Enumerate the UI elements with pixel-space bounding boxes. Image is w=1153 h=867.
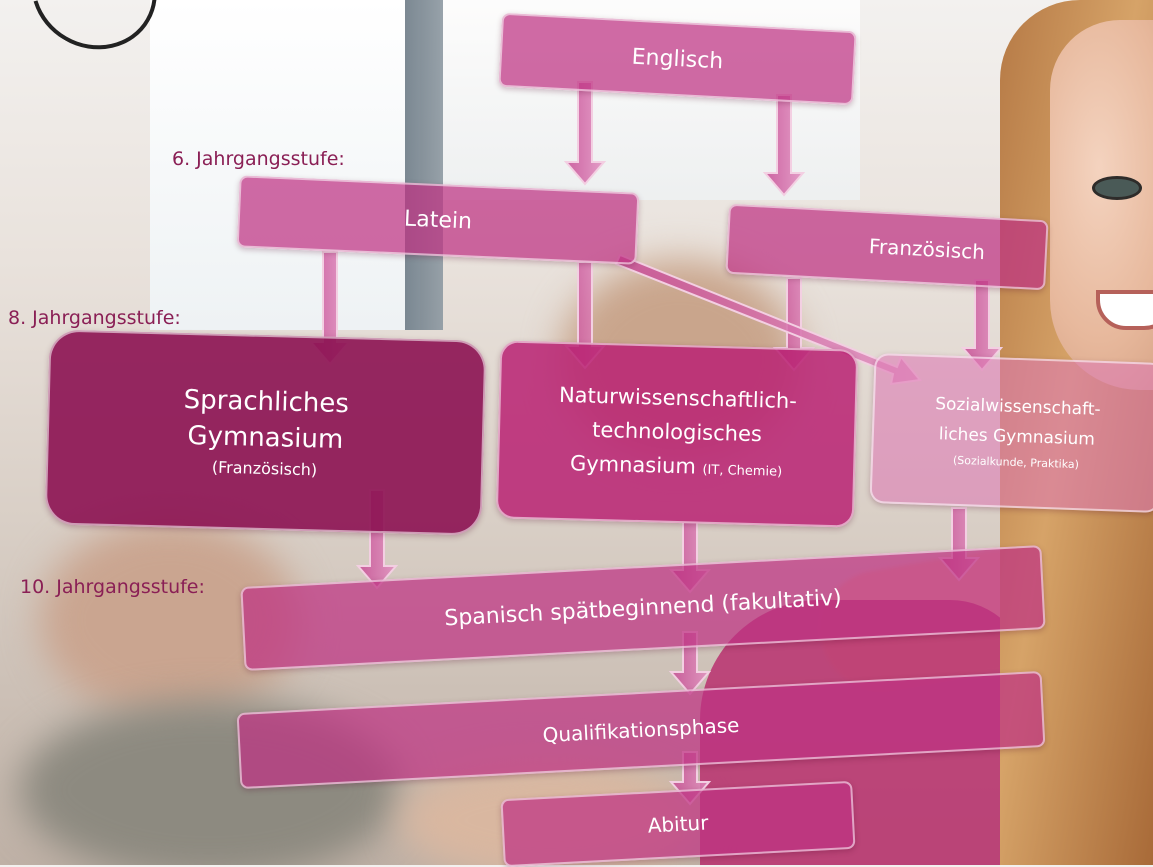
box-sozialwiss-gymnasium: Sozialwissenschaft- liches Gymnasium (So… [869, 352, 1153, 514]
box-spanisch-label: Spanisch spätbeginnend (fakultativ) [443, 585, 843, 631]
sozialwiss-note: (Sozialkunde, Praktika) [952, 453, 1080, 472]
box-englisch-label: Englisch [631, 44, 724, 74]
naturwiss-note: (IT, Chemie) [702, 462, 783, 480]
box-sprachliches-gymnasium: Sprachliches Gymnasium (Französisch) [44, 329, 487, 536]
background-window [150, 0, 420, 330]
naturwiss-line3: Gymnasium [569, 451, 697, 479]
box-qualifikationsphase-label: Qualifikationsphase [542, 712, 740, 748]
background-pillar [405, 0, 443, 330]
grade-10-label: 10. Jahrgangsstufe: [20, 576, 205, 598]
box-naturwiss-gymnasium: Naturwissenschaftlich- technologisches G… [495, 340, 859, 528]
box-franzoesisch-label: Französisch [868, 234, 986, 265]
arrow-englisch-latein [563, 81, 607, 186]
sprachlich-line2: Gymnasium [187, 420, 344, 455]
grade-8-label: 8. Jahrgangsstufe: [8, 307, 181, 329]
sprachlich-line1: Sprachliches [183, 384, 350, 419]
box-latein-label: Latein [403, 206, 473, 234]
naturwiss-line3-wrap: Gymnasium (IT, Chemie) [569, 446, 783, 490]
grade-6-label: 6. Jahrgangsstufe: [172, 148, 345, 170]
naturwiss-line2: technologisches [591, 417, 763, 447]
background-eye [1092, 176, 1142, 200]
background-smile [1096, 290, 1153, 330]
box-abitur-label: Abitur [647, 810, 709, 838]
sprachlich-note: (Französisch) [211, 457, 318, 479]
arrow-englisch-franzoesisch [762, 94, 806, 197]
